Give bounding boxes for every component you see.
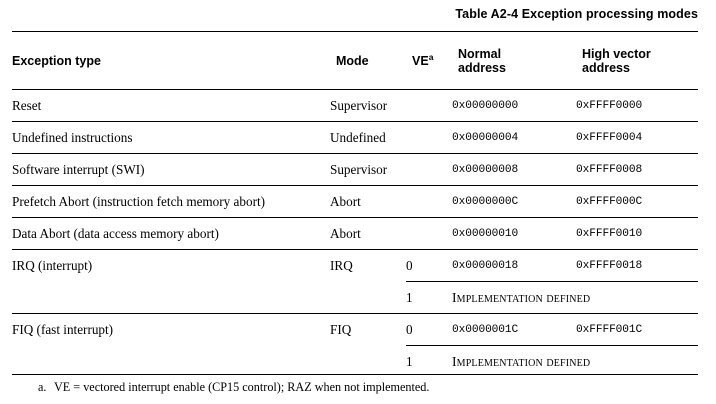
cell-ve <box>406 217 452 250</box>
cell-normal-address: 0x00000000 <box>452 89 576 122</box>
column-header-exception-type: Exception type <box>12 31 330 90</box>
cell-ve <box>406 153 452 186</box>
cell-mode: IRQ <box>330 249 406 282</box>
column-header-normal-line1: Normal <box>458 46 502 61</box>
cell-mode <box>330 346 406 378</box>
cell-implementation-defined: Implementation defined <box>452 345 698 378</box>
table-row: Software interrupt (SWI) Supervisor 0x00… <box>12 153 698 186</box>
cell-exception-type: Software interrupt (SWI) <box>12 153 330 186</box>
cell-high-vector-address: 0xFFFF001C <box>576 313 698 346</box>
cell-high-vector-address: 0xFFFF000C <box>576 185 698 218</box>
column-header-normal-line2: address <box>458 60 506 75</box>
cell-normal-address: 0x0000001C <box>452 313 576 346</box>
cell-exception-type: Data Abort (data access memory abort) <box>12 217 330 250</box>
cell-ve <box>406 121 452 154</box>
cell-high-vector-address: 0xFFFF0018 <box>576 249 698 282</box>
cell-high-vector-address: 0xFFFF0008 <box>576 153 698 186</box>
cell-ve <box>406 185 452 218</box>
cell-mode: Supervisor <box>330 153 406 186</box>
cell-implementation-defined: Implementation defined <box>452 281 698 314</box>
cell-ve: 0 <box>406 249 452 282</box>
cell-exception-type: IRQ (interrupt) <box>12 249 330 282</box>
column-header-ve: VEa <box>406 31 452 90</box>
cell-high-vector-address: 0xFFFF0000 <box>576 89 698 122</box>
table-row: 1 Implementation defined <box>12 345 698 378</box>
footnote-mark: a. <box>38 380 47 394</box>
table-row: 1 Implementation defined <box>12 281 698 314</box>
column-header-mode: Mode <box>330 31 406 90</box>
cell-mode: Abort <box>330 185 406 218</box>
table-row: IRQ (interrupt) IRQ 0 0x00000018 0xFFFF0… <box>12 249 698 282</box>
table-row: Reset Supervisor 0x00000000 0xFFFF0000 <box>12 89 698 122</box>
cell-mode: Undefined <box>330 121 406 154</box>
cell-exception-type: Reset <box>12 89 330 122</box>
cell-exception-type: FIQ (fast interrupt) <box>12 313 330 346</box>
table-row: FIQ (fast interrupt) FIQ 0 0x0000001C 0x… <box>12 313 698 346</box>
cell-exception-type: Prefetch Abort (instruction fetch memory… <box>12 185 330 218</box>
table-body: Reset Supervisor 0x00000000 0xFFFF0000 U… <box>12 89 698 378</box>
table-row: Data Abort (data access memory abort) Ab… <box>12 217 698 250</box>
cell-exception-type: Undefined instructions <box>12 121 330 154</box>
table-footnote: a. VE = vectored interrupt enable (CP15 c… <box>38 380 698 395</box>
cell-mode <box>330 282 406 314</box>
column-header-high-line1: High vector <box>582 46 651 61</box>
cell-exception-type <box>12 346 330 378</box>
table-row: Prefetch Abort (instruction fetch memory… <box>12 185 698 218</box>
cell-ve: 1 <box>406 345 452 378</box>
cell-ve: 0 <box>406 313 452 346</box>
cell-mode: FIQ <box>330 313 406 346</box>
cell-normal-address: 0x00000010 <box>452 217 576 250</box>
cell-mode: Abort <box>330 217 406 250</box>
cell-ve <box>406 89 452 122</box>
cell-normal-address: 0x0000000C <box>452 185 576 218</box>
cell-normal-address: 0x00000018 <box>452 249 576 282</box>
column-header-ve-text: VE <box>412 53 429 68</box>
table-caption: Table A2-4 Exception processing modes <box>455 7 698 21</box>
cell-high-vector-address: 0xFFFF0004 <box>576 121 698 154</box>
footnote-marker-a: a <box>428 51 434 62</box>
table-row: Undefined instructions Undefined 0x00000… <box>12 121 698 154</box>
cell-mode: Supervisor <box>330 89 406 122</box>
cell-normal-address: 0x00000008 <box>452 153 576 186</box>
cell-high-vector-address: 0xFFFF0010 <box>576 217 698 250</box>
cell-normal-address: 0x00000004 <box>452 121 576 154</box>
table-bottom-rule <box>12 374 698 375</box>
cell-exception-type <box>12 282 330 314</box>
footnote-text: VE = vectored interrupt enable (CP15 con… <box>54 380 430 394</box>
column-header-high-line2: address <box>582 60 630 75</box>
cell-ve: 1 <box>406 281 452 314</box>
